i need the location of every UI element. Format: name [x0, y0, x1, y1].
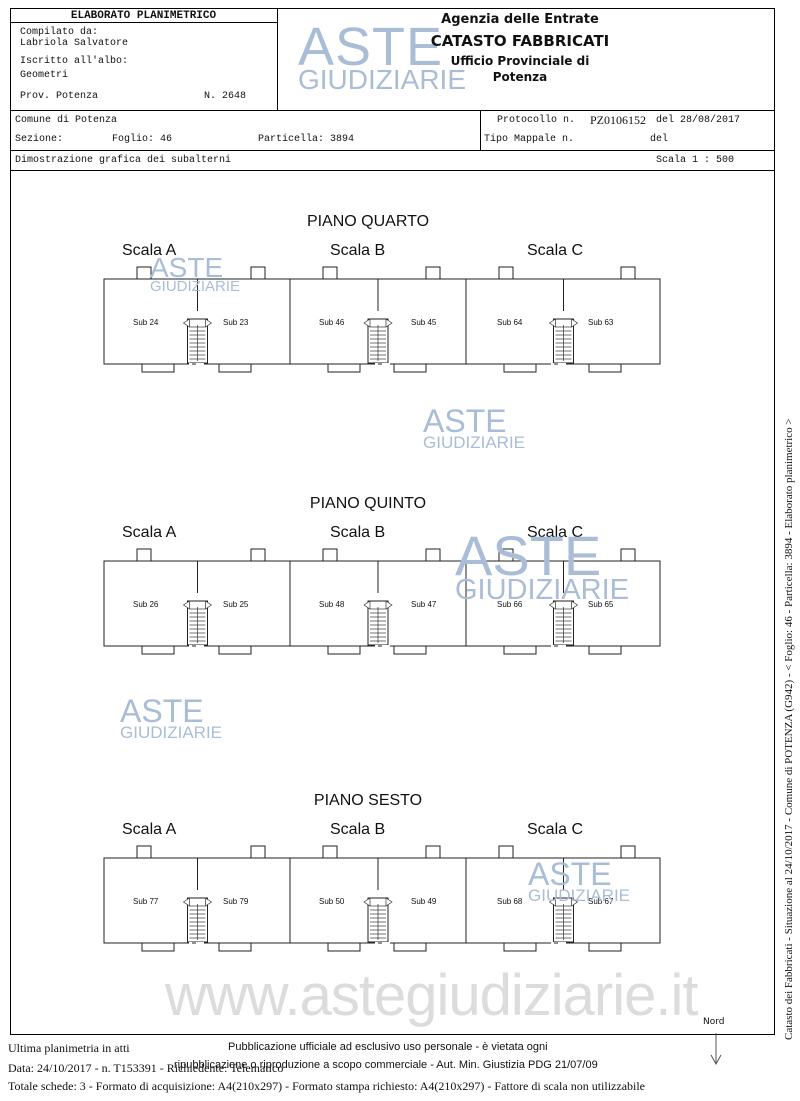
- unit-label: Sub 26: [133, 600, 159, 609]
- scale-ratio: Scala 1 : 500: [656, 155, 735, 166]
- unit-label: Sub 67: [588, 897, 614, 906]
- unit-label: Sub 23: [223, 318, 249, 327]
- header-rule: [10, 110, 775, 111]
- unit-label: Sub 24: [133, 318, 159, 327]
- floor-plan-drawing: [103, 548, 661, 655]
- stair-label: Scala C: [527, 242, 584, 259]
- sezione: Sezione:: [15, 134, 64, 145]
- foglio: Foglio: 46: [112, 134, 173, 145]
- side-caption: Catasto dei Fabbricati - Situazione al 2…: [783, 418, 795, 1040]
- tipo-mappale: Tipo Mappale n.: [484, 134, 575, 145]
- data-line: Data: 24/10/2017 - n. T153391 - Richiede…: [8, 1061, 284, 1075]
- unit-label: Sub 45: [411, 318, 437, 327]
- unit-label: Sub 79: [223, 897, 249, 906]
- watermark-logo: ASTE GIUDIZIARIE: [120, 693, 223, 742]
- watermark-logo: ASTE GIUDIZIARIE: [150, 252, 241, 295]
- protocollo-value: PZ0106152: [590, 113, 647, 127]
- unit-label: Sub 48: [319, 600, 345, 609]
- unit-label: Sub 25: [223, 600, 249, 609]
- header-rule: [10, 22, 277, 23]
- floor-plan-drawing: [103, 845, 661, 952]
- watermark-logo: ASTE GIUDIZIARIE: [455, 524, 630, 606]
- stair-label: Scala B: [330, 524, 386, 541]
- stair-label: Scala C: [527, 821, 584, 838]
- dimostrazione: Dimostrazione grafica dei subalterni: [15, 155, 232, 166]
- unit-label: Sub 65: [588, 600, 614, 609]
- unit-label: Sub 68: [497, 897, 523, 906]
- stair-label: Scala B: [330, 242, 386, 259]
- floor-title: PIANO QUINTO: [309, 495, 427, 512]
- watermark-logo: ASTE GIUDIZIARIE: [528, 856, 631, 905]
- particella: Particella: 3894: [258, 134, 355, 145]
- protocollo-date: del 28/08/2017: [656, 115, 741, 126]
- document-frame: [10, 8, 775, 1035]
- header-divider: [277, 8, 278, 110]
- stair-label: Scala C: [527, 524, 584, 541]
- north-arrow-icon: [710, 1033, 722, 1066]
- comune: Comune di Potenza: [15, 115, 118, 126]
- unit-label: Sub 77: [133, 897, 159, 906]
- unit-label: Sub 50: [319, 897, 345, 906]
- unit-label: Sub 66: [497, 600, 523, 609]
- north-label: Nord: [703, 1017, 725, 1027]
- registered-label: Iscritto all'albo:: [20, 56, 129, 67]
- site-watermark: www.astegiudiziarie.it: [165, 963, 698, 1028]
- floor-title: PIANO SESTO: [313, 792, 423, 809]
- header-rule: [10, 170, 775, 171]
- unit-label: Sub 64: [497, 318, 523, 327]
- header-divider: [480, 110, 481, 150]
- watermark-logo: ASTE GIUDIZIARIE: [423, 403, 526, 452]
- document-title: ELABORATO PLANIMETRICO: [70, 10, 217, 22]
- unit-label: Sub 46: [319, 318, 345, 327]
- tipo-del: del: [650, 134, 669, 145]
- agency-office: Ufficio Provinciale di: [450, 54, 590, 68]
- stair-label: Scala A: [122, 242, 177, 259]
- unit-label: Sub 47: [411, 600, 437, 609]
- compiled-name: Labriola Salvatore: [20, 38, 129, 49]
- watermark-logo: ASTE GIUDIZIARIE: [298, 17, 467, 95]
- stair-label: Scala A: [122, 524, 177, 541]
- publication-notice: Pubblicazione ufficiale ad esclusivo uso…: [228, 1041, 548, 1053]
- totale-line: Totale schede: 3 - Formato di acquisizio…: [8, 1079, 646, 1093]
- registered-value: Geometri: [20, 70, 69, 81]
- agency-name: Agenzia delle Entrate: [441, 12, 599, 27]
- compiled-label: Compilato da:: [20, 27, 99, 38]
- agency-department: CATASTO FABBRICATI: [430, 32, 610, 50]
- province: Prov. Potenza: [20, 91, 99, 102]
- stair-label: Scala A: [122, 821, 177, 838]
- unit-label: Sub 63: [588, 318, 614, 327]
- header-rule: [10, 150, 775, 151]
- unit-label: Sub 49: [411, 897, 437, 906]
- floor-plan-drawing: [103, 266, 661, 373]
- floor-title: PIANO QUARTO: [306, 213, 430, 230]
- registration-number: N. 2648: [204, 91, 247, 102]
- stair-label: Scala B: [330, 821, 386, 838]
- protocollo-label: Protocollo n.: [497, 115, 576, 126]
- agency-city: Potenza: [492, 70, 548, 84]
- last-plan-note: Ultima planimetria in atti: [8, 1041, 130, 1055]
- publication-notice-2: ripubblicazione o riproduzione a scopo c…: [174, 1059, 598, 1071]
